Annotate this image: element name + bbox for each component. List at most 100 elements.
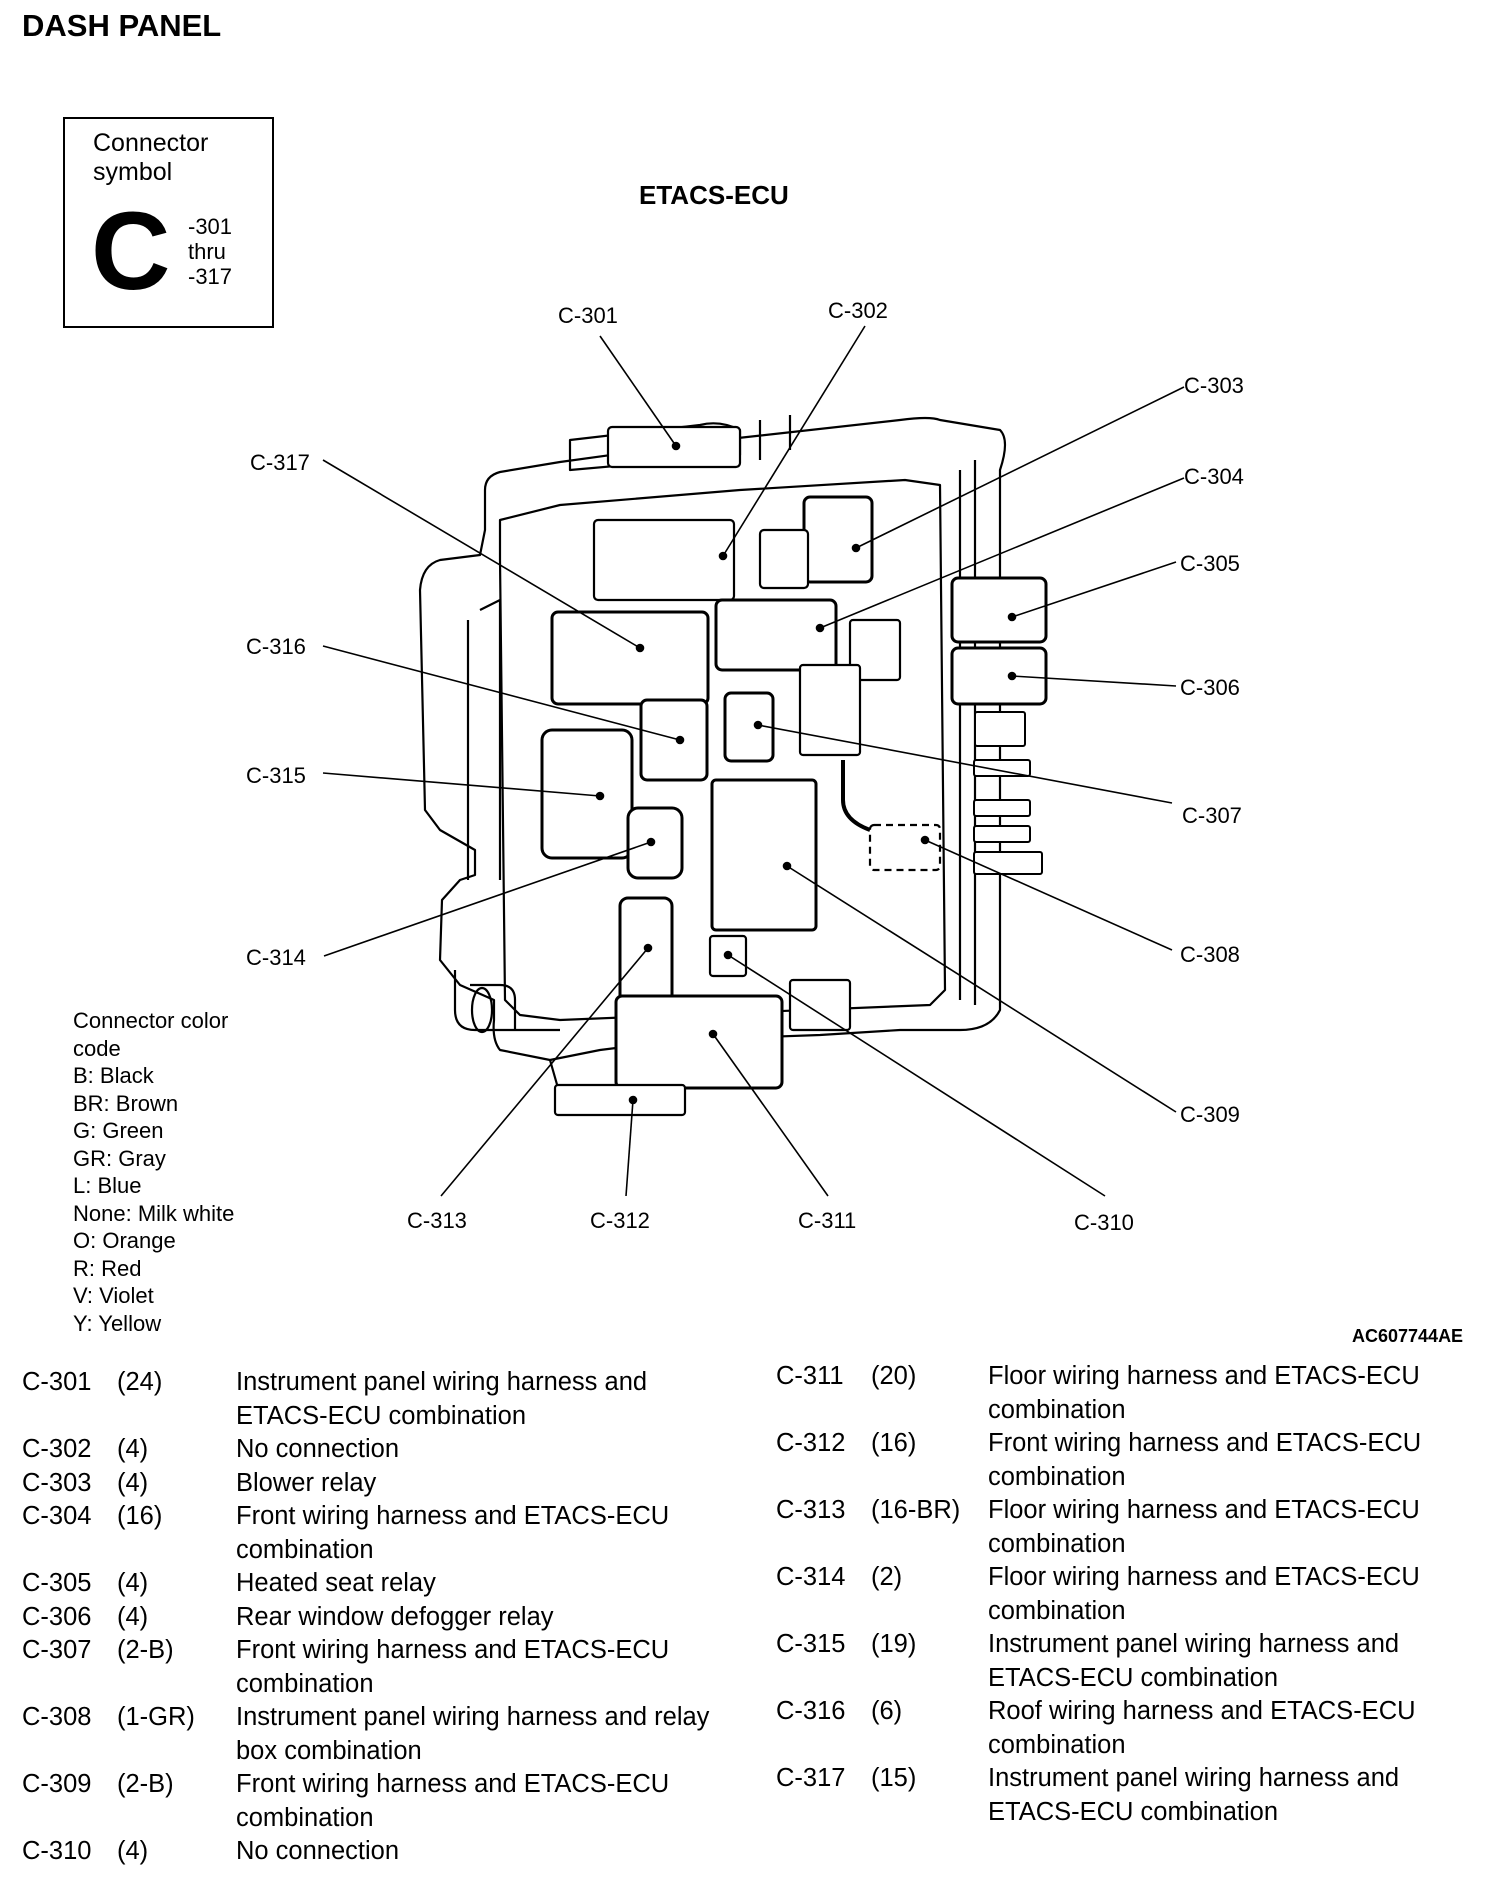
callout-c-316: C-316 (246, 634, 306, 659)
legend-desc: Blower relay (236, 1468, 377, 1497)
connector-c-310b (788, 978, 852, 1032)
legend-row: C-302(4)No connection (22, 1433, 736, 1467)
legend-id: C-314 (776, 1563, 846, 1591)
connector-c-315 (540, 728, 634, 860)
connector-symbol-letter: C (91, 190, 171, 313)
callout-c-301: C-301 (558, 303, 618, 328)
callout-c-308: C-308 (1180, 942, 1240, 967)
relay-slot-a (848, 618, 902, 682)
mount-hole (470, 986, 494, 1034)
connector-c-309 (710, 778, 818, 932)
legend-row: C-317(15)Instrument panel wiring harness… (776, 1762, 1488, 1829)
connector-c-307 (723, 691, 775, 763)
connector-c-316 (639, 698, 709, 782)
callout-c-317: C-317 (250, 450, 310, 475)
legend-desc: No connection (236, 1837, 400, 1865)
callout-c-304: C-304 (1184, 464, 1244, 489)
legend-id: C-303 (22, 1468, 92, 1497)
legend-desc: Front wiring harness and ETACS-ECU combi… (236, 1770, 670, 1832)
legend-id: C-316 (776, 1697, 846, 1725)
legend-row: C-313(16-BR)Floor wiring harness and ETA… (776, 1494, 1488, 1561)
legend-pins: (16-BR) (871, 1496, 961, 1524)
legend-row: C-315(19)Instrument panel wiring harness… (776, 1628, 1488, 1695)
color-code-entry: B: Black (73, 1063, 154, 1088)
color-code-entry: R: Red (73, 1255, 142, 1281)
connector-symbol-caption: Connector symbol (93, 129, 209, 186)
connector-symbol-range: -301 thru -317 (188, 214, 232, 289)
legend-desc: Instrument panel wiring harness and ETAC… (988, 1630, 1400, 1692)
figure-id: AC607744AE (1352, 1326, 1464, 1346)
legend-id: C-306 (22, 1602, 92, 1631)
legend-id: C-310 (22, 1837, 92, 1865)
callout-c-315: C-315 (246, 763, 306, 788)
callout-c-303: C-303 (1184, 373, 1244, 398)
callout-c-309: C-309 (1180, 1102, 1240, 1127)
callout-c-305: C-305 (1180, 551, 1240, 576)
legend-id: C-313 (776, 1496, 846, 1524)
connector-c-306 (950, 646, 1048, 706)
legend-id: C-307 (22, 1636, 92, 1664)
legend-id: C-305 (22, 1569, 92, 1597)
callout-c-311: C-311 (798, 1208, 856, 1233)
legend-row: C-309 (2-B) Front wiring harness and ETACS… (22, 1768, 736, 1835)
legend-row: C-316(6)Roof wiring harness and ETACS-EC… (776, 1695, 1488, 1762)
legend-row: C-301(24)Instrument panel wiring harness… (22, 1366, 736, 1433)
callout-c-313: C-313 (407, 1208, 467, 1233)
legend-id: C-308 (22, 1703, 92, 1731)
connector-c-305 (950, 576, 1048, 644)
legend-pins: (2) (871, 1563, 903, 1591)
legend-id: C-301 (22, 1368, 92, 1396)
legend-row: C-308(1-GR)Instrument panel wiring harne… (22, 1701, 736, 1768)
color-code-entry: GR: Gray (73, 1145, 166, 1171)
legend-pins: (16) (117, 1502, 163, 1530)
legend-pins: (4) (117, 1837, 149, 1865)
legend-pins: (4) (117, 1468, 149, 1497)
etacs-ecu-diagram: C-301 C-302 C-303 C-304 C-305 C-306 C-30… (246, 298, 1244, 1235)
connector-c-308 (868, 823, 942, 872)
c-308-wire (841, 760, 871, 832)
legend-row: C-305 (4) Heated seat relay (22, 1567, 736, 1601)
ecu-side-rail-right (958, 460, 977, 1005)
legend-desc: Instrument panel wiring harness and ETAC… (988, 1764, 1400, 1826)
color-code-legend: Connector color code B: Black BR: Brown … (73, 1007, 234, 1337)
legend-id: C-317 (776, 1764, 846, 1792)
legend-row: C-312(16)Front wiring harness and ETACS-… (776, 1427, 1488, 1494)
connector-legend-left: C-301 (24) Instrument panel wiring harness… (22, 1366, 736, 1869)
connector-c-302 (592, 518, 736, 602)
fuse-slot-1 (973, 759, 1031, 777)
legend-id: C-315 (776, 1630, 846, 1658)
legend-desc: Heated seat relay (236, 1569, 436, 1597)
callout-c-302: C-302 (828, 298, 888, 323)
fuse-slot-3 (973, 825, 1031, 843)
legend-desc: Floor wiring harness and ETACS-ECU combi… (988, 1563, 1420, 1625)
fuse-slot-4 (973, 851, 1043, 875)
color-code-entry: Y: Yellow (73, 1310, 162, 1336)
connector-c-303 (802, 495, 874, 584)
ecu-side-rail-left (466, 598, 502, 880)
legend-desc: Instrument panel wiring harness and rela… (236, 1703, 710, 1765)
range-end: -317 (188, 264, 233, 289)
connector-c-317 (550, 610, 710, 706)
legend-pins: (2-B) (117, 1770, 174, 1798)
legend-desc: Rear window defogger relay (236, 1602, 554, 1631)
callout-labels: C-301 C-302 C-303 C-304 C-305 C-306 C-30… (246, 298, 1244, 1235)
color-code-heading-2: code (73, 1035, 121, 1061)
legend-pins: (4) (117, 1569, 149, 1597)
legend-row: C-314 (2) Floor wiring harness and ETACS-E… (776, 1561, 1488, 1628)
connector-symbol-box: Connector symbol C -301 thru -317 (63, 117, 274, 328)
legend-id: C-309 (22, 1770, 92, 1798)
legend-row: C-304(16)Front wiring harness and ETACS-… (22, 1500, 736, 1567)
connector-c-312 (553, 1083, 687, 1117)
legend-desc: Roof wiring harness and ETACS-ECU combin… (988, 1697, 1416, 1759)
ecu-housing (418, 416, 1007, 1062)
legend-desc: Front wiring harness and ETACS-ECU combi… (988, 1429, 1422, 1491)
legend-desc: No connection (236, 1435, 400, 1463)
callout-c-306: C-306 (1180, 675, 1240, 700)
legend-pins: (24) (117, 1368, 163, 1396)
legend-pins: (4) (117, 1435, 149, 1463)
legend-row: C-311(20)Floor wiring harness and ETACS-… (776, 1360, 1488, 1427)
connector-c-303-small (758, 528, 810, 590)
legend-pins: (20) (871, 1362, 917, 1390)
legend-row: C-303 (4) Blower relay (22, 1467, 736, 1501)
legend-pins: (4) (117, 1602, 149, 1631)
